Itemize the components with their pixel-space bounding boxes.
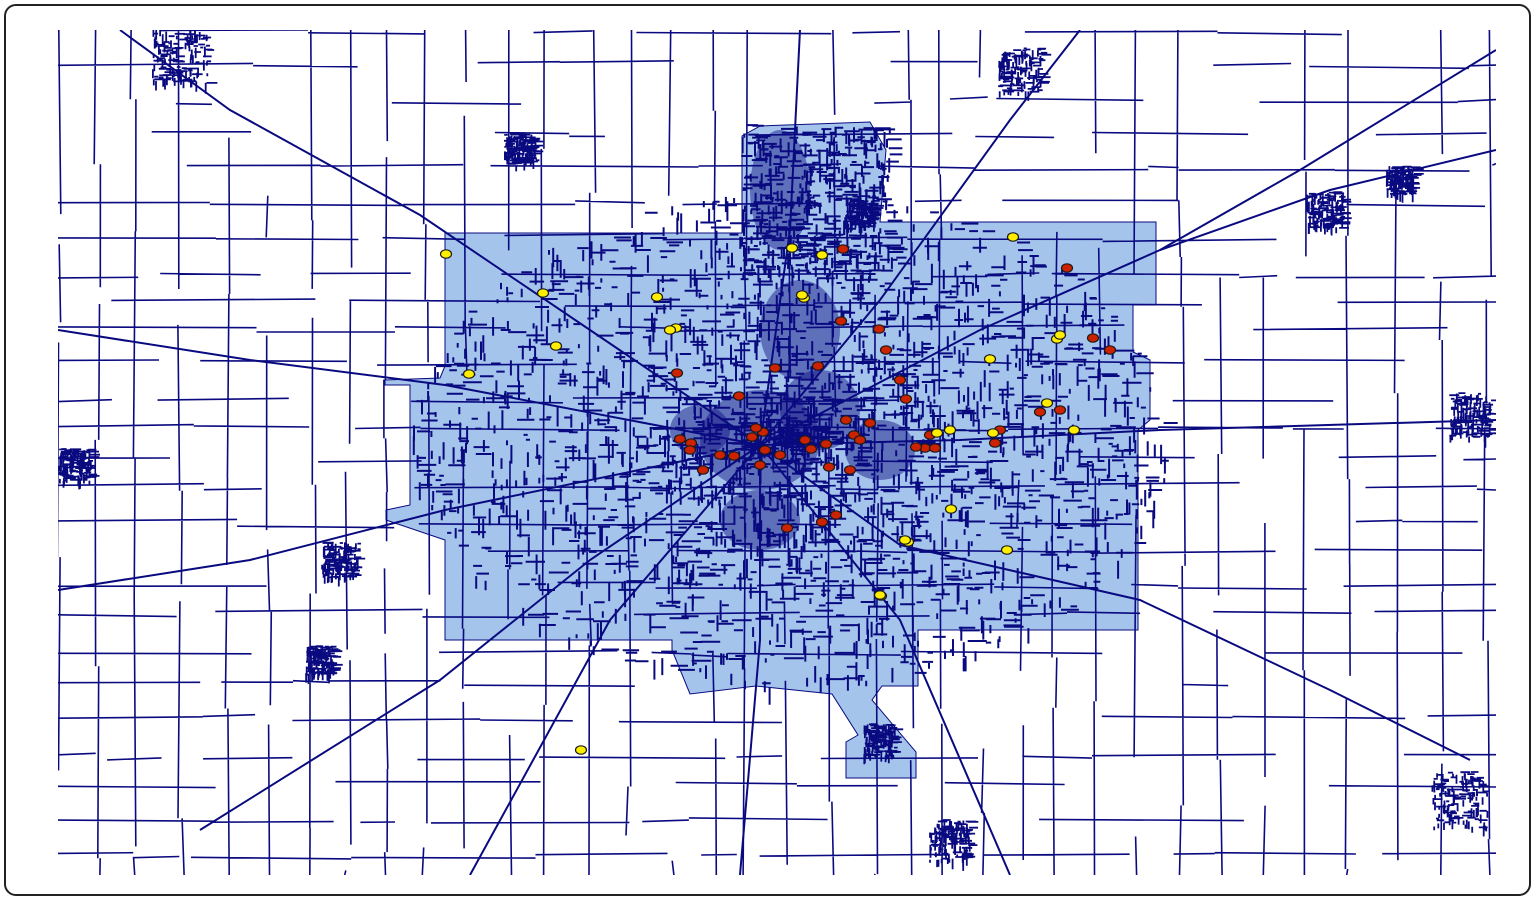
highways [58,30,1496,875]
town-clusters [58,30,1496,871]
rural-roads [58,30,1496,875]
yellow-point-marker[interactable] [898,535,912,545]
yellow-point-marker[interactable] [1006,232,1020,242]
red-point-marker[interactable] [863,418,877,428]
red-point-marker[interactable] [798,435,812,445]
red-point-marker[interactable] [853,435,867,445]
red-point-marker[interactable] [773,450,787,460]
yellow-point-marker[interactable] [1000,545,1014,555]
red-point-marker[interactable] [899,394,913,404]
red-point-marker[interactable] [768,363,782,373]
red-point-marker[interactable] [839,415,853,425]
yellow-point-marker[interactable] [944,504,958,514]
red-point-marker[interactable] [683,445,697,455]
red-point-marker[interactable] [815,517,829,527]
yellow-point-marker[interactable] [536,288,550,298]
yellow-point-marker[interactable] [785,243,799,253]
yellow-point-marker[interactable] [815,250,829,260]
town-streets [1431,771,1489,837]
town-streets [152,30,218,94]
yellow-point-marker[interactable] [930,428,944,438]
red-point-marker[interactable] [879,345,893,355]
town-streets [929,819,979,871]
yellow-point-marker[interactable] [986,428,1000,438]
yellow-point-marker[interactable] [663,325,677,335]
yellow-point-marker[interactable] [439,249,453,259]
town-streets [1306,191,1352,236]
yellow-point-marker[interactable] [1040,398,1054,408]
red-point-marker[interactable] [988,438,1002,448]
red-point-marker[interactable] [843,465,857,475]
yellow-point-marker[interactable] [549,341,563,351]
red-point-marker[interactable] [834,316,848,326]
red-point-marker[interactable] [1053,405,1067,415]
road-network [58,30,1496,875]
town-streets [504,133,544,172]
yellow-point-marker[interactable] [943,425,957,435]
town-streets [1449,392,1496,448]
red-point-marker[interactable] [829,510,843,520]
town-streets [845,195,885,234]
town-streets [58,448,100,490]
yellow-point-marker[interactable] [983,354,997,364]
red-point-marker[interactable] [872,324,886,334]
red-point-marker[interactable] [909,442,923,452]
red-point-marker[interactable] [745,432,759,442]
yellow-point-marker[interactable] [650,292,664,302]
red-point-marker[interactable] [753,460,767,470]
yellow-point-marker[interactable] [1067,425,1081,435]
red-point-marker[interactable] [713,450,727,460]
red-point-marker[interactable] [732,391,746,401]
red-point-marker[interactable] [928,443,942,453]
red-point-marker[interactable] [673,434,687,444]
town-streets [321,541,366,587]
town-streets [998,47,1052,101]
red-point-marker[interactable] [1103,345,1117,355]
red-point-marker[interactable] [819,439,833,449]
red-point-marker[interactable] [749,423,763,433]
red-point-marker[interactable] [822,462,836,472]
red-point-marker[interactable] [670,368,684,378]
red-point-marker[interactable] [804,444,818,454]
yellow-point-marker[interactable] [1053,330,1067,340]
point-markers[interactable] [439,232,1117,755]
red-point-marker[interactable] [1060,263,1074,273]
red-point-marker[interactable] [811,361,825,371]
town-streets [863,723,904,765]
town-streets [305,645,343,684]
red-point-marker[interactable] [696,465,710,475]
yellow-point-marker[interactable] [574,745,588,755]
red-point-marker[interactable] [1086,333,1100,343]
yellow-point-marker[interactable] [795,290,809,300]
red-point-marker[interactable] [893,375,907,385]
red-point-marker[interactable] [1033,407,1047,417]
yellow-point-marker[interactable] [873,590,887,600]
red-point-marker[interactable] [780,523,794,533]
red-point-marker[interactable] [727,451,741,461]
yellow-point-marker[interactable] [462,369,476,379]
red-point-marker[interactable] [758,445,772,455]
red-point-marker[interactable] [836,244,850,254]
